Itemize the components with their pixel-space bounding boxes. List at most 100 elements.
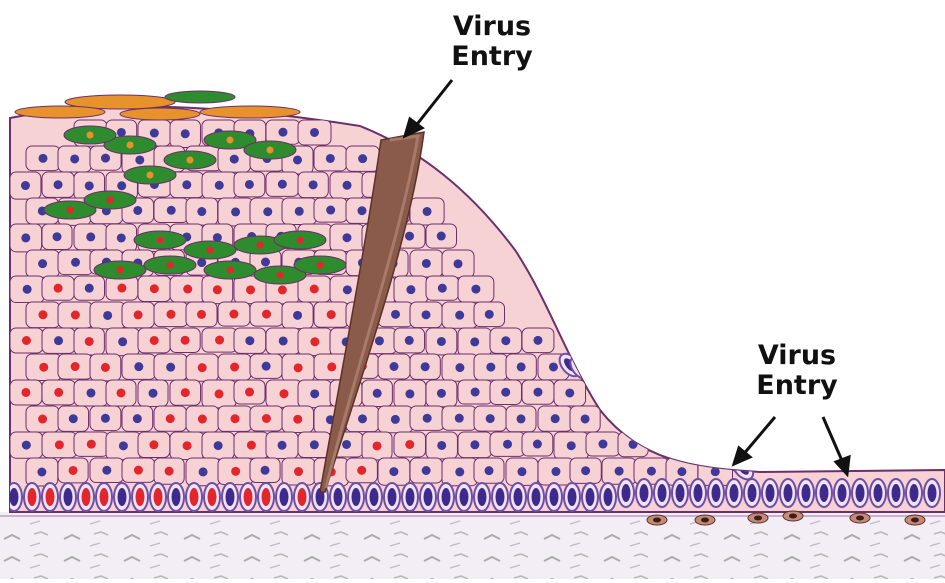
cell-nucleus [455, 467, 464, 476]
cell-nucleus [102, 466, 111, 475]
basal-cell [696, 423, 725, 453]
cell-nucleus [197, 207, 206, 216]
cell-nucleus [533, 336, 542, 345]
cell-nucleus [278, 441, 287, 450]
cell-nucleus [437, 441, 446, 450]
basal-nucleus [784, 484, 793, 502]
basal-cell [599, 363, 628, 393]
basal-nucleus [478, 488, 487, 506]
infected-nucleus [198, 415, 207, 424]
infected-nucleus [101, 363, 110, 372]
basal-nucleus [702, 429, 718, 446]
infected-nucleus [294, 363, 303, 372]
cell-nucleus [293, 311, 302, 320]
basal-cell [642, 383, 671, 413]
cell-nucleus [69, 414, 78, 423]
infected-nucleus [246, 285, 255, 294]
cell-nucleus [262, 362, 271, 371]
infected-nucleus [181, 388, 190, 397]
virus-entry-label-right: Virus Entry [742, 341, 852, 401]
infected-nucleus [22, 336, 31, 345]
infected-nucleus [134, 466, 143, 475]
basal-nucleus [658, 484, 667, 502]
cell-nucleus [567, 441, 576, 450]
cell-nucleus [199, 467, 208, 476]
infected-nucleus [247, 441, 256, 450]
infected-cell-nucleus [227, 137, 234, 144]
infected-nucleus [87, 440, 96, 449]
basal-nucleus [648, 389, 664, 406]
basal-nucleus [442, 488, 451, 506]
cell-nucleus [167, 206, 176, 215]
cell-nucleus [101, 154, 110, 163]
basal-cell [674, 405, 703, 435]
cell-nucleus [647, 467, 656, 476]
cell-nucleus [215, 181, 224, 190]
cell-nucleus [598, 440, 607, 449]
basal-nucleus [604, 488, 613, 506]
infected-nucleus [198, 363, 207, 372]
infected-cell-nucleus [267, 147, 274, 154]
basal-nucleus [118, 488, 127, 506]
cell-nucleus [293, 155, 302, 164]
basal-nucleus [460, 488, 469, 506]
basal-nucleus [681, 411, 697, 428]
basal-nucleus [28, 488, 37, 506]
cell-nucleus [358, 414, 367, 423]
cell-nucleus [391, 415, 400, 424]
cell-nucleus [85, 284, 94, 293]
cell-nucleus [422, 310, 431, 319]
cell-nucleus [261, 258, 270, 267]
cell-nucleus [101, 414, 110, 423]
infected-nucleus [293, 415, 302, 424]
virus-entry-label-top: Virus Entry [437, 12, 547, 72]
infected-nucleus [71, 362, 80, 371]
dermal-nucleus [653, 518, 661, 523]
infected-nucleus [55, 440, 64, 449]
basal-nucleus [352, 488, 361, 506]
infected-nucleus [262, 414, 271, 423]
basal-nucleus [154, 488, 163, 506]
basal-nucleus [616, 373, 632, 390]
infected-nucleus [327, 310, 336, 319]
infected-nucleus [245, 388, 254, 397]
basal-nucleus [370, 488, 379, 506]
cell-nucleus [455, 414, 464, 423]
infected-nucleus [85, 337, 94, 346]
basal-nucleus [659, 396, 675, 413]
basal-nucleus [424, 488, 433, 506]
infected-nucleus [54, 388, 63, 397]
cell-nucleus [486, 414, 495, 423]
cell-nucleus [581, 466, 590, 475]
infected-cell-nucleus [227, 267, 234, 274]
basal-cell [588, 359, 617, 389]
cell-nucleus [197, 258, 206, 267]
dermal-nucleus [754, 516, 762, 521]
infected-cell-nucleus [167, 262, 174, 269]
infected-cell-nucleus [87, 132, 94, 139]
infected-nucleus [229, 310, 238, 319]
basal-nucleus [388, 488, 397, 506]
label-line: Entry [437, 42, 547, 72]
basal-cell [653, 389, 682, 419]
cell-nucleus [119, 441, 128, 450]
basal-nucleus [586, 488, 595, 506]
cell-nucleus [278, 128, 287, 137]
cell-nucleus [117, 181, 126, 190]
infected-nucleus [38, 415, 47, 424]
basal-nucleus [244, 488, 253, 506]
infected-cell-nucleus [67, 207, 74, 214]
basal-cell [707, 433, 736, 463]
cell-layer [6, 120, 940, 511]
infected-nucleus [357, 466, 366, 475]
cell-nucleus [389, 467, 398, 476]
basal-cell [631, 377, 660, 407]
cell-nucleus [438, 284, 447, 293]
basal-nucleus [594, 365, 610, 382]
cell-nucleus [182, 180, 191, 189]
cell-nucleus [326, 206, 335, 215]
basal-nucleus [691, 420, 707, 437]
cell-nucleus [261, 466, 270, 475]
cell-nucleus [166, 363, 175, 372]
